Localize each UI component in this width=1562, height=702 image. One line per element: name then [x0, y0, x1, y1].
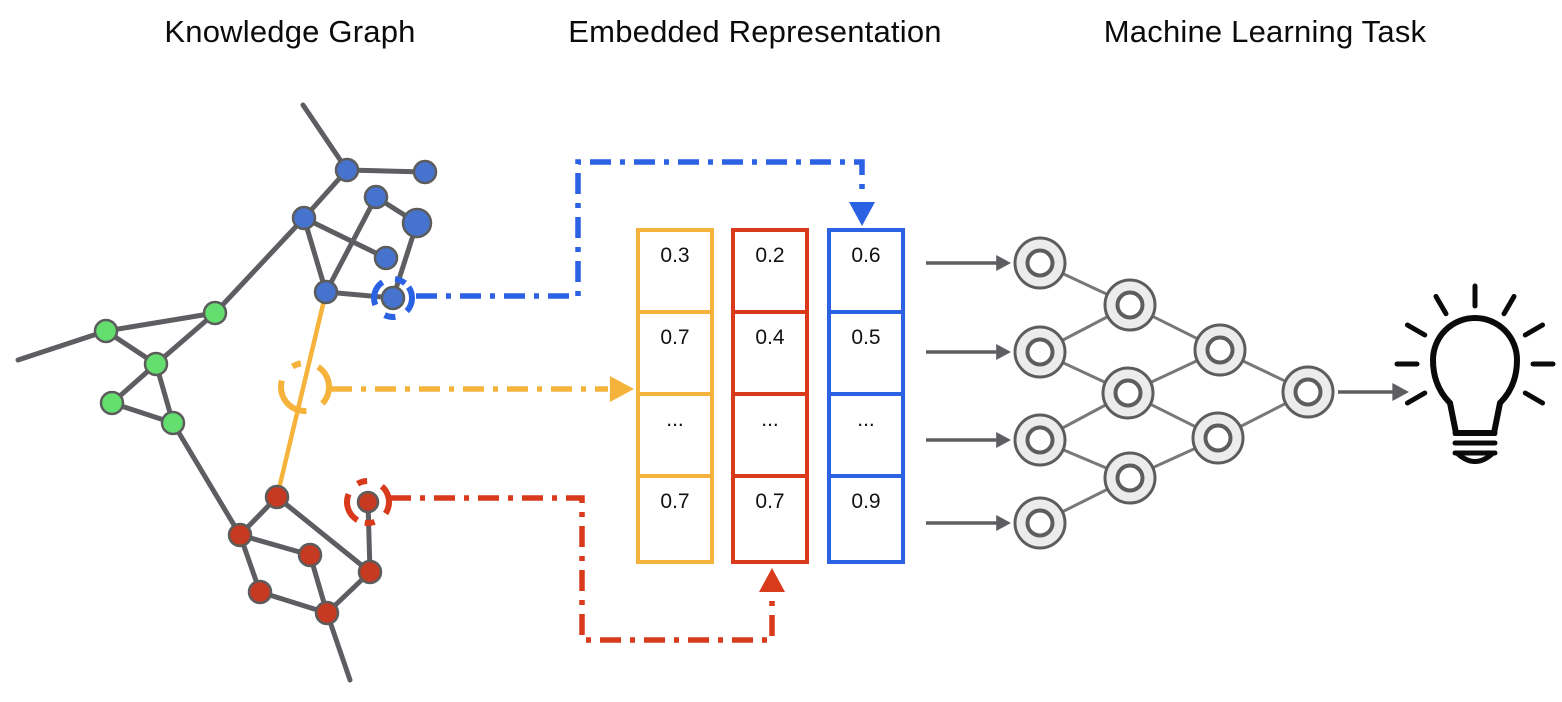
graph-edge	[170, 420, 243, 538]
bulb-ray	[1501, 293, 1517, 317]
graph-edge	[344, 167, 428, 175]
title-embedded-representation: Embedded Representation	[568, 14, 942, 49]
arrowhead	[609, 376, 634, 402]
bulb-ray	[1433, 293, 1449, 317]
vector-column-red-entity: 0.2 0.4 ... 0.7	[731, 228, 809, 564]
highlight-arc	[277, 360, 332, 414]
graph-node-C	[363, 184, 389, 210]
vector-column-relation: 0.3 0.7 ... 0.7	[636, 228, 714, 564]
vector-cell: 0.6	[831, 232, 901, 314]
bulb-ray	[1522, 390, 1546, 406]
vector-cell: 0.7	[755, 490, 785, 513]
lightbulb-icon	[1394, 283, 1556, 464]
vector-cell: 0.2	[735, 232, 805, 314]
graph-edge	[301, 215, 329, 295]
graph-node-g4	[99, 390, 125, 416]
graph-node-r2	[356, 490, 380, 514]
vector-cell: 0.7	[660, 490, 690, 513]
graph-node-g1	[93, 318, 119, 344]
graph-edge	[103, 310, 218, 334]
vector-cell: 0.9	[851, 490, 881, 513]
knowledge-graph-cluster	[15, 102, 438, 683]
bulb-ray	[1522, 322, 1546, 338]
graph-edge-stub	[15, 328, 109, 363]
red-entity-to-vector	[390, 495, 775, 643]
graph-edge	[301, 215, 389, 261]
embedding-connectors	[331, 159, 875, 643]
graph-node-r6	[247, 579, 273, 605]
graph-node-G	[313, 279, 339, 305]
graph-edge	[323, 194, 379, 295]
title-knowledge-graph: Knowledge Graph	[164, 14, 416, 49]
graph-node-B	[412, 159, 438, 185]
graph-node-D	[291, 205, 317, 231]
graph-node-F	[373, 245, 399, 271]
graph-node-g5	[160, 410, 186, 436]
vector-cell: 0.7	[640, 314, 710, 396]
graph-edge	[212, 215, 307, 316]
graph-node-E	[401, 207, 433, 239]
arrowhead	[996, 515, 1011, 531]
vector-cell: 0.3	[640, 232, 710, 314]
vector-cell: 0.4	[735, 314, 805, 396]
neural-network	[926, 236, 1409, 550]
highlight-arc	[371, 276, 415, 320]
graph-edge	[153, 310, 218, 367]
relation-edge	[274, 289, 329, 500]
arrowhead	[1392, 383, 1409, 401]
blue-entity-to-vector	[416, 159, 865, 299]
graph-node-g2	[202, 300, 228, 326]
arrowhead	[996, 255, 1011, 271]
vector-cell: ...	[640, 396, 710, 478]
graph-node-r7	[314, 600, 340, 626]
graph-node-A	[334, 157, 360, 183]
graph-node-r3	[227, 522, 253, 548]
arrowhead	[996, 432, 1011, 448]
graph-node-r5	[357, 559, 383, 585]
graph-edge-stub	[300, 102, 350, 173]
arrowhead	[759, 568, 785, 593]
highlight-arc	[344, 478, 392, 526]
vector-column-blue-entity: 0.6 0.5 ... 0.9	[827, 228, 905, 564]
bulb-ray	[1404, 390, 1428, 406]
graph-node-g3	[143, 351, 169, 377]
vector-cell: ...	[831, 396, 901, 478]
arrowhead	[849, 201, 875, 226]
graph-node-H	[380, 285, 406, 311]
arrowhead	[996, 344, 1011, 360]
graph-node-r4	[297, 542, 323, 568]
graph-node-r1	[264, 484, 290, 510]
vector-cell: ...	[735, 396, 805, 478]
bulb-ray	[1404, 322, 1428, 338]
title-machine-learning-task: Machine Learning Task	[1103, 14, 1427, 49]
graph-edge	[274, 494, 373, 575]
vector-cell: 0.5	[831, 314, 901, 396]
